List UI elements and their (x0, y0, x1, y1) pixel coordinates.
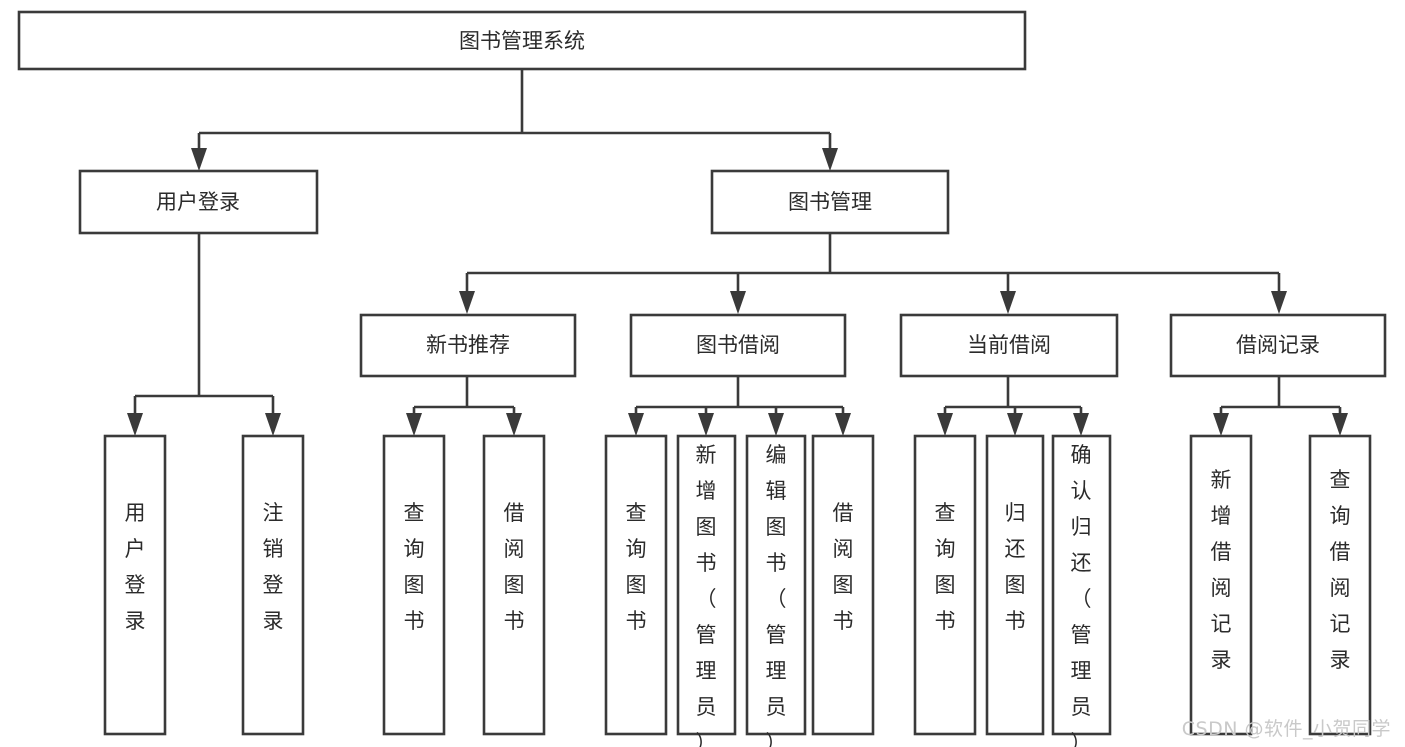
csdn-watermark: CSDN @软件_小贺同学 (1181, 718, 1391, 740)
leaf-logout-login-box[interactable] (241, 434, 305, 736)
node-new-book-recommend-label: 新书推荐 (426, 333, 510, 357)
node-new-book-recommend-box[interactable] (359, 313, 577, 378)
leaf-borrow-book-2[interactable]: 借阅图书 (811, 434, 875, 736)
arrowhead-leaf-borrow-book-1 (506, 413, 522, 436)
leaf-borrow-book-2-label: 借阅图书 (833, 501, 854, 633)
arrowhead-current-borrow (1000, 291, 1016, 314)
leaf-edit-book-label: 编辑图书（管理员） (766, 443, 787, 747)
leaf-return-book-box[interactable] (985, 434, 1045, 736)
arrowhead-leaf-user-login (127, 413, 143, 436)
arrowhead-leaf-borrow-book-2 (835, 413, 851, 436)
connector-group-book-borrow (628, 376, 851, 436)
leaf-query-book-3-label: 查询图书 (935, 501, 956, 633)
leaf-add-record[interactable]: 新增借阅记录 (1189, 434, 1253, 736)
leaf-query-record-label: 查询借阅记录 (1330, 468, 1351, 672)
leaf-user-login[interactable]: 用户登录 (103, 434, 167, 736)
leaf-add-record-label: 新增借阅记录 (1211, 468, 1232, 672)
leaf-add-book-label: 新增图书（管理员） (696, 443, 717, 747)
arrowhead-leaf-edit-book (768, 413, 784, 436)
node-root-label: 图书管理系统 (459, 29, 585, 53)
node-book-management[interactable]: 图书管理 (710, 169, 950, 235)
node-user-login-label: 用户登录 (156, 190, 240, 214)
leaf-edit-book-box[interactable] (745, 434, 807, 736)
arrowhead-leaf-query-book-2 (628, 413, 644, 436)
node-current-borrow-label: 当前借阅 (967, 333, 1051, 357)
leaf-query-book-1[interactable]: 查询图书 (382, 434, 446, 736)
arrowhead-leaf-query-record (1332, 413, 1348, 436)
arrowhead-book-management (822, 148, 838, 171)
arrowhead-leaf-logout-login (265, 413, 281, 436)
connector-group-borrow-record (1213, 376, 1348, 436)
arrowhead-leaf-query-book-1 (406, 413, 422, 436)
connector-group-user-login (127, 233, 281, 436)
leaf-borrow-book-1-label: 借阅图书 (504, 501, 525, 633)
leaf-logout-login[interactable]: 注销登录 (241, 434, 305, 736)
leaf-borrow-book-1[interactable]: 借阅图书 (482, 434, 546, 736)
arrowhead-leaf-query-book-3 (937, 413, 953, 436)
node-user-login-box[interactable] (78, 169, 319, 235)
leaf-add-book[interactable]: 新增图书（管理员） (676, 434, 737, 747)
leaf-query-book-1-box[interactable] (382, 434, 446, 736)
leaf-query-book-2[interactable]: 查询图书 (604, 434, 668, 736)
leaf-borrow-book-2-box[interactable] (811, 434, 875, 736)
leaf-logout-login-label: 注销登录 (263, 501, 284, 633)
leaf-query-book-2-label: 查询图书 (626, 501, 647, 633)
leaf-confirm-return[interactable]: 确认归还（管理员） (1051, 434, 1112, 747)
leaf-query-book-3-box[interactable] (913, 434, 977, 736)
arrowhead-leaf-add-record (1213, 413, 1229, 436)
node-user-login[interactable]: 用户登录 (78, 169, 319, 235)
leaf-edit-book[interactable]: 编辑图书（管理员） (745, 434, 807, 747)
node-root-box[interactable] (17, 10, 1027, 71)
connector-group-root (191, 69, 838, 171)
arrowhead-leaf-confirm-return (1073, 413, 1089, 436)
node-root[interactable]: 图书管理系统 (17, 10, 1027, 71)
leaf-add-book-box[interactable] (676, 434, 737, 736)
arrowhead-book-borrow (730, 291, 746, 314)
leaf-confirm-return-label: 确认归还（管理员） (1071, 443, 1092, 747)
leaf-return-book-label: 归还图书 (1005, 501, 1026, 633)
node-book-management-label: 图书管理 (788, 190, 872, 214)
leaf-borrow-book-1-box[interactable] (482, 434, 546, 736)
node-borrow-record-label: 借阅记录 (1236, 333, 1320, 357)
node-current-borrow-box[interactable] (899, 313, 1119, 378)
leaf-return-book[interactable]: 归还图书 (985, 434, 1045, 736)
node-borrow-record[interactable]: 借阅记录 (1169, 313, 1387, 378)
arrowhead-user-login (191, 148, 207, 171)
leaf-query-book-3[interactable]: 查询图书 (913, 434, 977, 736)
node-book-management-box[interactable] (710, 169, 950, 235)
arrowhead-borrow-record (1271, 291, 1287, 314)
node-book-borrow-label: 图书借阅 (696, 333, 780, 357)
node-book-borrow[interactable]: 图书借阅 (629, 313, 847, 378)
leaf-query-book-1-label: 查询图书 (404, 501, 425, 633)
connector-group-new-book-recommend (406, 376, 522, 436)
connector-group-current-borrow (937, 376, 1089, 436)
leaf-user-login-box[interactable] (103, 434, 167, 736)
leaf-query-record-box[interactable] (1308, 434, 1372, 736)
node-book-borrow-box[interactable] (629, 313, 847, 378)
connector-group-book-management (459, 233, 1287, 314)
leaf-confirm-return-box[interactable] (1051, 434, 1112, 736)
node-new-book-recommend[interactable]: 新书推荐 (359, 313, 577, 378)
node-current-borrow[interactable]: 当前借阅 (899, 313, 1119, 378)
arrowhead-leaf-add-book (698, 413, 714, 436)
arrowhead-leaf-return-book (1007, 413, 1023, 436)
leaf-query-record[interactable]: 查询借阅记录 (1308, 434, 1372, 736)
leaf-user-login-label: 用户登录 (125, 501, 146, 633)
leaf-query-book-2-box[interactable] (604, 434, 668, 736)
arrowhead-new-book-recommend (459, 291, 475, 314)
leaf-add-record-box[interactable] (1189, 434, 1253, 736)
node-borrow-record-box[interactable] (1169, 313, 1387, 378)
